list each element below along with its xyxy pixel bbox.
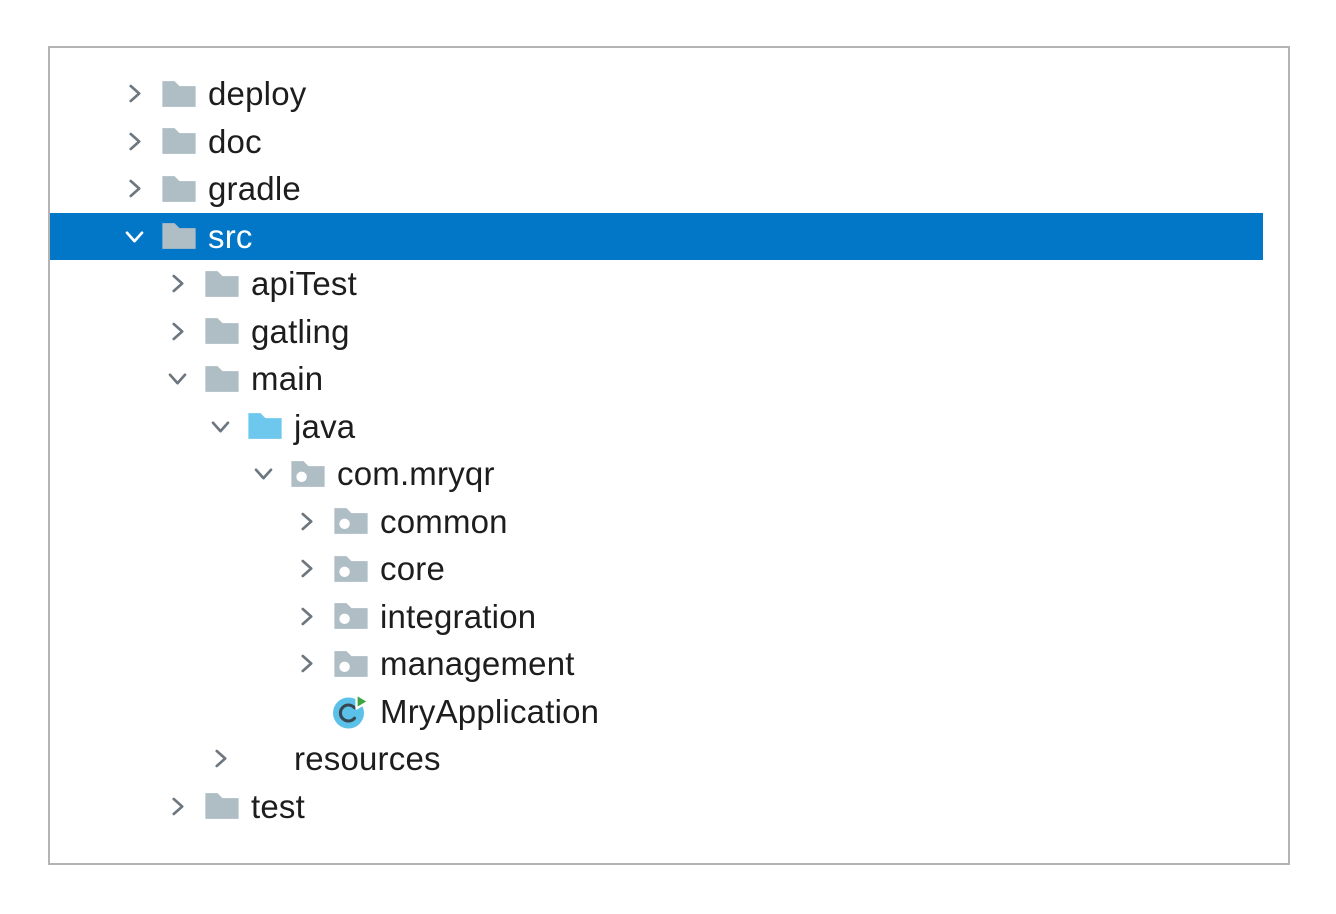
tree-item-label: main: [251, 360, 324, 398]
chevron-right-icon[interactable]: [120, 176, 148, 201]
tree-item-deploy[interactable]: deploy: [50, 70, 1263, 118]
tree-item-label: core: [380, 550, 445, 588]
tree-item-integration[interactable]: integration: [50, 593, 1263, 641]
folder-icon: [205, 318, 239, 345]
tree-item-label: resources: [294, 740, 441, 778]
tree-item-label: gatling: [251, 312, 350, 350]
tree-item-label: integration: [380, 597, 537, 635]
item-type-icon: [289, 455, 327, 493]
tree-item-label: com.mryqr: [337, 455, 495, 493]
tree-item-mryapplication[interactable]: MryApplication: [50, 688, 1263, 736]
chevron-right-icon[interactable]: [292, 556, 320, 581]
item-type-icon: [246, 407, 284, 445]
item-type-icon: [246, 740, 284, 778]
tree-item-resources[interactable]: resources: [50, 735, 1263, 783]
chevron-right-icon[interactable]: [163, 271, 191, 296]
tree-item-core[interactable]: core: [50, 545, 1263, 593]
tree-item-apitest[interactable]: apiTest: [50, 260, 1263, 308]
item-type-icon: [332, 597, 370, 635]
folder-icon: [205, 793, 239, 820]
item-type-icon: [160, 75, 198, 113]
chevron-placeholder: [292, 699, 320, 724]
item-type-icon: [160, 122, 198, 160]
chevron-right-icon[interactable]: [292, 604, 320, 629]
chevron-right-icon[interactable]: [120, 129, 148, 154]
project-tree-panel: deploy: [48, 46, 1290, 865]
chevron-right-icon[interactable]: [163, 794, 191, 819]
tree-item-label: test: [251, 787, 305, 825]
tree-item-management[interactable]: management: [50, 640, 1263, 688]
package-icon: [334, 650, 368, 677]
folder-icon: [162, 175, 196, 202]
folder-icon: [162, 223, 196, 250]
tree-item-label: deploy: [208, 75, 307, 113]
tree-item-java[interactable]: java: [50, 403, 1263, 451]
tree-item-label: MryApplication: [380, 692, 600, 730]
item-type-icon: [332, 645, 370, 683]
chevron-right-icon[interactable]: [163, 319, 191, 344]
package-icon: [334, 555, 368, 582]
tree-item-label: java: [294, 407, 356, 445]
tree-item-label: gradle: [208, 170, 301, 208]
project-tree: deploy: [50, 48, 1288, 830]
folder-icon: [162, 128, 196, 155]
item-type-icon: [203, 360, 241, 398]
tree-item-gradle[interactable]: gradle: [50, 165, 1263, 213]
tree-item-label: doc: [208, 122, 262, 160]
chevron-down-icon[interactable]: [206, 414, 234, 439]
runnable-class-icon: [333, 693, 370, 729]
tree-item-gatling[interactable]: gatling: [50, 308, 1263, 356]
package-icon: [291, 460, 325, 487]
item-type-icon: [203, 787, 241, 825]
item-type-icon: [332, 550, 370, 588]
tree-item-doc[interactable]: doc: [50, 118, 1263, 166]
chevron-right-icon[interactable]: [120, 81, 148, 106]
tree-item-test[interactable]: test: [50, 783, 1263, 831]
item-type-icon: [332, 502, 370, 540]
source-folder-icon: [248, 413, 282, 440]
folder-icon: [205, 270, 239, 297]
tree-item-label: management: [380, 645, 575, 683]
tree-item-common[interactable]: common: [50, 498, 1263, 546]
package-icon: [334, 508, 368, 535]
tree-item-main[interactable]: main: [50, 355, 1263, 403]
chevron-down-icon[interactable]: [120, 224, 148, 249]
item-type-icon: [160, 217, 198, 255]
chevron-down-icon[interactable]: [163, 366, 191, 391]
tree-item-label: src: [208, 217, 253, 255]
tree-item-label: common: [380, 502, 508, 540]
chevron-right-icon[interactable]: [292, 509, 320, 534]
item-type-icon: [160, 170, 198, 208]
folder-icon: [205, 365, 239, 392]
tree-item-src[interactable]: src: [50, 212, 1263, 260]
item-type-icon: [203, 312, 241, 350]
item-type-icon: [203, 265, 241, 303]
package-icon: [334, 603, 368, 630]
tree-item-label: apiTest: [251, 265, 357, 303]
chevron-right-icon[interactable]: [206, 746, 234, 771]
chevron-right-icon[interactable]: [292, 651, 320, 676]
tree-item-com-mryqr[interactable]: com.mryqr: [50, 450, 1263, 498]
chevron-down-icon[interactable]: [249, 461, 277, 486]
folder-icon: [162, 80, 196, 107]
item-type-icon: [332, 692, 370, 730]
